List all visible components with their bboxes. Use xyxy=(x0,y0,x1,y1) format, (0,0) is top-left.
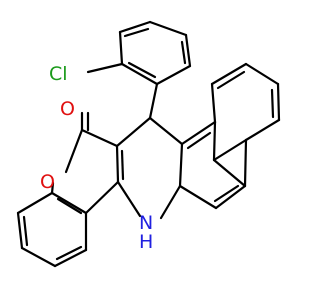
dihydropyridine-ring xyxy=(115,116,184,220)
chlorine-atom-label: Cl xyxy=(49,63,68,85)
molecule-structure-canvas: Cl O O N H xyxy=(16,20,281,268)
naphthalene-ring-b xyxy=(210,62,281,188)
bond-aryl-methine xyxy=(148,82,159,120)
amine-nitrogen-label: N xyxy=(139,212,153,234)
carbonyl-oxygen-label: O xyxy=(60,98,75,120)
chlorophenyl-ring xyxy=(118,20,192,86)
bond-aryl-chlorine xyxy=(86,62,124,74)
amine-hydrogen-label: H xyxy=(139,231,153,253)
ring-oxygen-label: O xyxy=(40,171,55,193)
pyranone-ring xyxy=(50,111,120,215)
naphthalene-ring-a xyxy=(178,120,247,210)
molecule-structure: Cl O O N H xyxy=(16,20,281,268)
coumarin-benzo-ring xyxy=(16,191,88,268)
